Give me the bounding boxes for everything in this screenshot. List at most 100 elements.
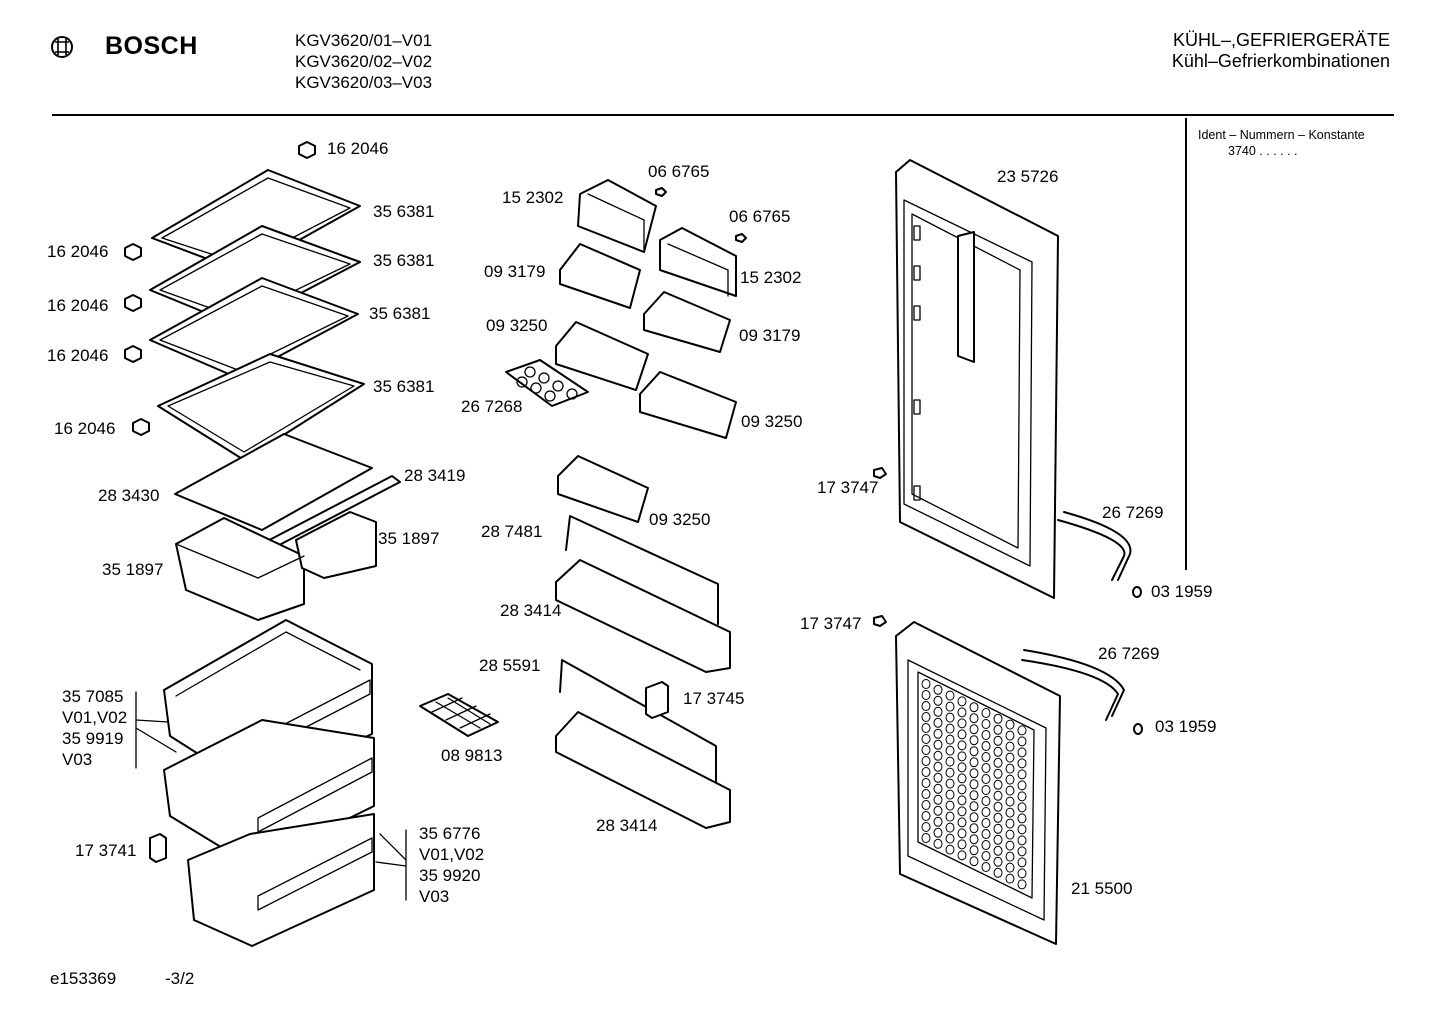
brand-name: BOSCH	[105, 32, 198, 60]
door-grid-hole	[933, 761, 943, 772]
label-066765-b: 06 6765	[729, 207, 791, 226]
door-grid-hole	[921, 723, 931, 733]
door-grid-hole	[945, 756, 955, 767]
label-356381-b: 35 6381	[373, 251, 435, 270]
door-grid-hole	[993, 790, 1003, 801]
door-grid-hole	[921, 833, 931, 843]
door-grid-hole	[981, 752, 991, 762]
door-grid-hole	[1017, 835, 1027, 846]
door-grid-hole	[933, 827, 943, 838]
door-grid-hole	[957, 784, 967, 795]
door-grid-hole	[933, 783, 943, 794]
label-356776: 35 6776	[419, 824, 481, 843]
handle-267269-a	[1057, 511, 1132, 581]
label-351897-b: 35 1897	[378, 529, 440, 548]
label-031959-b: 03 1959	[1155, 717, 1217, 736]
label-093179-b: 09 3179	[739, 326, 801, 345]
door-grid-hole	[969, 768, 979, 779]
label-173747-a: 17 3747	[817, 478, 879, 497]
handle-267269-b	[1021, 649, 1125, 721]
door-grid-hole	[921, 822, 931, 832]
fridge-door-235726	[895, 159, 1059, 599]
door-grid-hole	[957, 762, 967, 773]
door-grid-hole	[969, 757, 979, 768]
label-283430: 28 3430	[98, 486, 160, 505]
label-351897-a: 35 1897	[102, 560, 164, 579]
bin-093250-b	[639, 371, 737, 439]
door-grid-hole	[993, 757, 1003, 768]
bosch-logo: BOSCH	[50, 32, 200, 63]
door-grid-hole	[1005, 829, 1015, 840]
door-grid-hole	[969, 735, 979, 746]
door-grid-hole	[1017, 857, 1027, 868]
door-grid-hole	[933, 805, 943, 816]
bin-093179-a	[559, 243, 641, 309]
label-v0102-a: V01,V02	[62, 708, 128, 727]
door-grid-hole	[1005, 763, 1015, 774]
door-grid-hole	[921, 789, 931, 799]
label-283419: 28 3419	[404, 466, 466, 485]
door-grid-hole	[981, 763, 991, 773]
door-grid-hole	[921, 767, 931, 777]
door-grid-hole	[1005, 741, 1015, 752]
door-grid-hole	[957, 707, 967, 718]
label-267269-a: 26 7269	[1102, 503, 1164, 522]
door-grid-hole	[981, 862, 991, 872]
ident-divider	[1185, 118, 1187, 570]
door-grid-hole	[933, 717, 943, 728]
door-grid-hole	[981, 829, 991, 839]
door-grid-hole	[969, 812, 979, 823]
model-v01: KGV3620/01–V01	[295, 31, 433, 50]
label-359920: 35 9920	[419, 866, 481, 885]
door-grid-hole	[969, 702, 979, 713]
bin-093179-b	[643, 291, 731, 353]
screw-173747	[873, 467, 887, 627]
door-grid-hole	[1005, 873, 1015, 884]
drawer-bracket-lines	[135, 691, 407, 901]
label-093250-c: 09 3250	[649, 510, 711, 529]
door-grid-hole	[1017, 846, 1027, 857]
door-grid-hole	[945, 767, 955, 778]
bin-093250-c	[557, 455, 649, 523]
bottle-rack-283414-a	[555, 559, 731, 673]
door-grid-hole	[921, 690, 931, 700]
label-031959-a: 03 1959	[1151, 582, 1213, 601]
model-list: KGV3620/01–V01 KGV3620/02–V02 KGV3620/03…	[295, 30, 432, 93]
label-093250-a: 09 3250	[486, 316, 548, 335]
door-grid-hole	[969, 834, 979, 845]
door-grid-hole	[993, 823, 1003, 834]
door-grid-hole	[933, 706, 943, 717]
label-235726: 23 5726	[997, 167, 1059, 186]
label-285591: 28 5591	[479, 656, 541, 675]
door-grid-hole	[945, 712, 955, 723]
door-grid-hole	[1017, 879, 1027, 890]
door-grid-hole	[933, 750, 943, 761]
door-grid-hole	[933, 838, 943, 849]
door-grid-hole	[1005, 818, 1015, 829]
label-066765-a: 06 6765	[648, 162, 710, 181]
rail-287481	[565, 515, 719, 625]
door-grid-hole	[1005, 796, 1015, 807]
door-grid-hole	[945, 745, 955, 756]
door-grid-hole	[993, 768, 1003, 779]
door-grid-hole	[981, 719, 991, 729]
door-grid-hole	[921, 756, 931, 766]
door-grid-hole	[993, 724, 1003, 735]
ident-box: Ident – Nummern – Konstante 3740 . . . .…	[1198, 127, 1365, 159]
door-grid-hole	[1017, 791, 1027, 802]
door-grid-hole	[969, 823, 979, 834]
door-grid-hole	[933, 772, 943, 783]
door-grid-hole	[1017, 747, 1027, 758]
egg-tray-267268	[505, 359, 589, 407]
door-grid-hole	[969, 713, 979, 724]
model-v02: KGV3620/02–V02	[295, 52, 433, 71]
ident-title: Ident – Nummern – Konstante	[1198, 128, 1365, 142]
label-173745: 17 3745	[683, 689, 745, 708]
ident-value: 3740 . . . . . .	[1228, 144, 1298, 158]
door-grid-hole	[921, 712, 931, 722]
door-grid-hole	[933, 794, 943, 805]
label-162046-c: 16 2046	[47, 346, 109, 365]
door-grid-hole	[993, 746, 1003, 757]
shelf-356381-3	[149, 277, 359, 379]
